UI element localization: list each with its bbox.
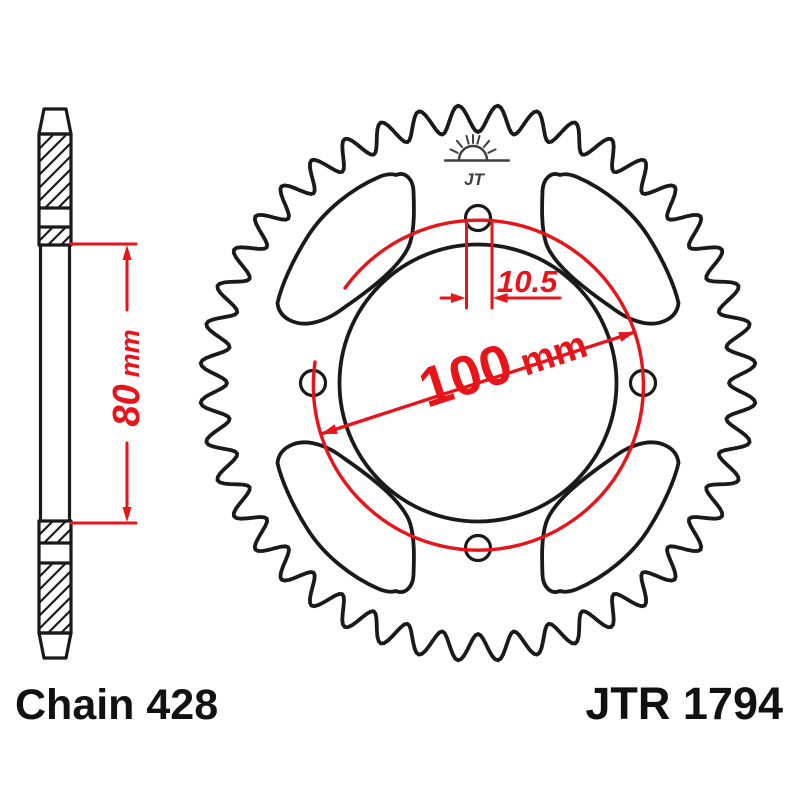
- side-view-top-tooth: [37, 107, 73, 136]
- bolt-hole: [463, 533, 493, 563]
- gear-outline: [198, 103, 758, 663]
- dim-bolt-hole-extension-lines: [465, 218, 494, 310]
- side-view-web: [38, 243, 72, 523]
- chain-label: Chain 428: [15, 681, 218, 729]
- sprocket-front-view: [198, 103, 758, 663]
- center-bore: [337, 242, 619, 524]
- bolt-circle-annotation: [311, 218, 646, 552]
- dim-hub-offset: 80mm: [69, 242, 148, 525]
- lightening-slot-bottom-left: [275, 440, 416, 594]
- dim-bolt-circle-line: [319, 330, 637, 436]
- dim-bolt-circle-diameter: 100mm: [319, 307, 637, 436]
- lightening-slot-top-right: [540, 172, 681, 326]
- bolt-circle: [311, 218, 646, 552]
- lightening-slot-bottom-right: [540, 440, 681, 594]
- lightening-slots: [275, 172, 681, 594]
- hatch-pattern: [37, 134, 73, 634]
- sun-rays-icon: [449, 134, 497, 154]
- dim-hub-offset-extension-lines: [69, 242, 138, 525]
- side-view-top-rim: [37, 132, 73, 247]
- dim-arrow-down: [122, 507, 132, 522]
- part-number-label: JTR 1794: [585, 678, 783, 729]
- dim-bolt-circle-label: 100mm: [411, 307, 593, 420]
- dim-arrow-up: [122, 245, 132, 260]
- dim-arrow-lower-left: [321, 424, 338, 434]
- lightening-slot-top-left: [275, 172, 416, 326]
- jt-logo-text: JT: [464, 170, 485, 189]
- jt-logo: JT: [443, 134, 511, 189]
- side-view: [37, 107, 73, 660]
- dim-arrow-right: [451, 293, 466, 303]
- dim-bolt-hole-label: 10.5: [497, 264, 558, 299]
- dim-hub-offset-label: 80mm: [106, 329, 148, 426]
- dim-bolt-hole: 10.5: [439, 218, 562, 310]
- bolt-hole: [463, 203, 493, 233]
- dim-arrow-upper-right: [618, 332, 635, 342]
- side-view-bottom-tooth: [37, 631, 73, 660]
- sun-icon: [457, 144, 489, 162]
- dim-arrow-left: [493, 293, 508, 303]
